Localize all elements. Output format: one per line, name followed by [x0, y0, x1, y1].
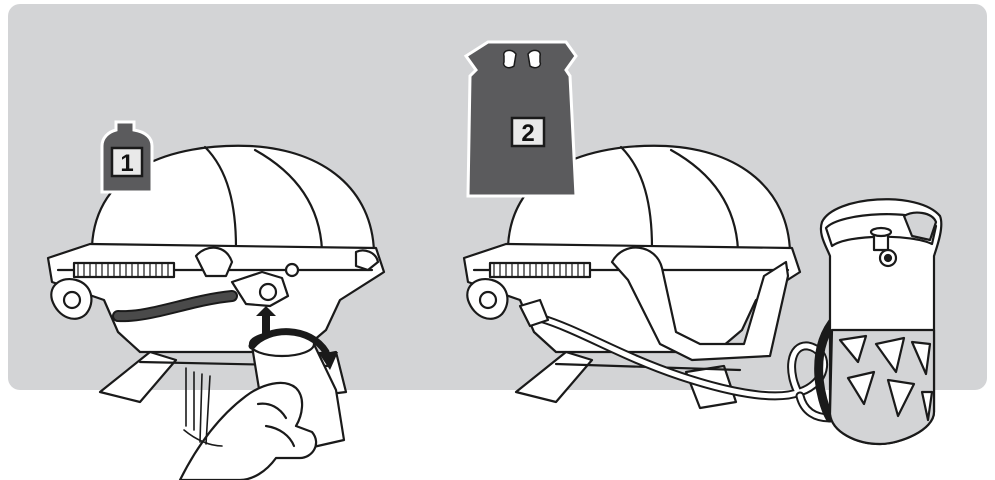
- insert-arrow-icon: [256, 306, 276, 334]
- step-2-label: 2: [521, 120, 534, 147]
- hand-left: [178, 381, 318, 480]
- step-1-label: 1: [120, 150, 133, 177]
- scene-small-canister: [46, 144, 386, 480]
- scene-large-cylinder: [462, 144, 943, 446]
- rotate-arrow-icon: [248, 328, 330, 356]
- step-2-badge: 2: [463, 40, 578, 198]
- step-1-badge: 1: [100, 120, 154, 194]
- grill-legs-left: [98, 350, 178, 404]
